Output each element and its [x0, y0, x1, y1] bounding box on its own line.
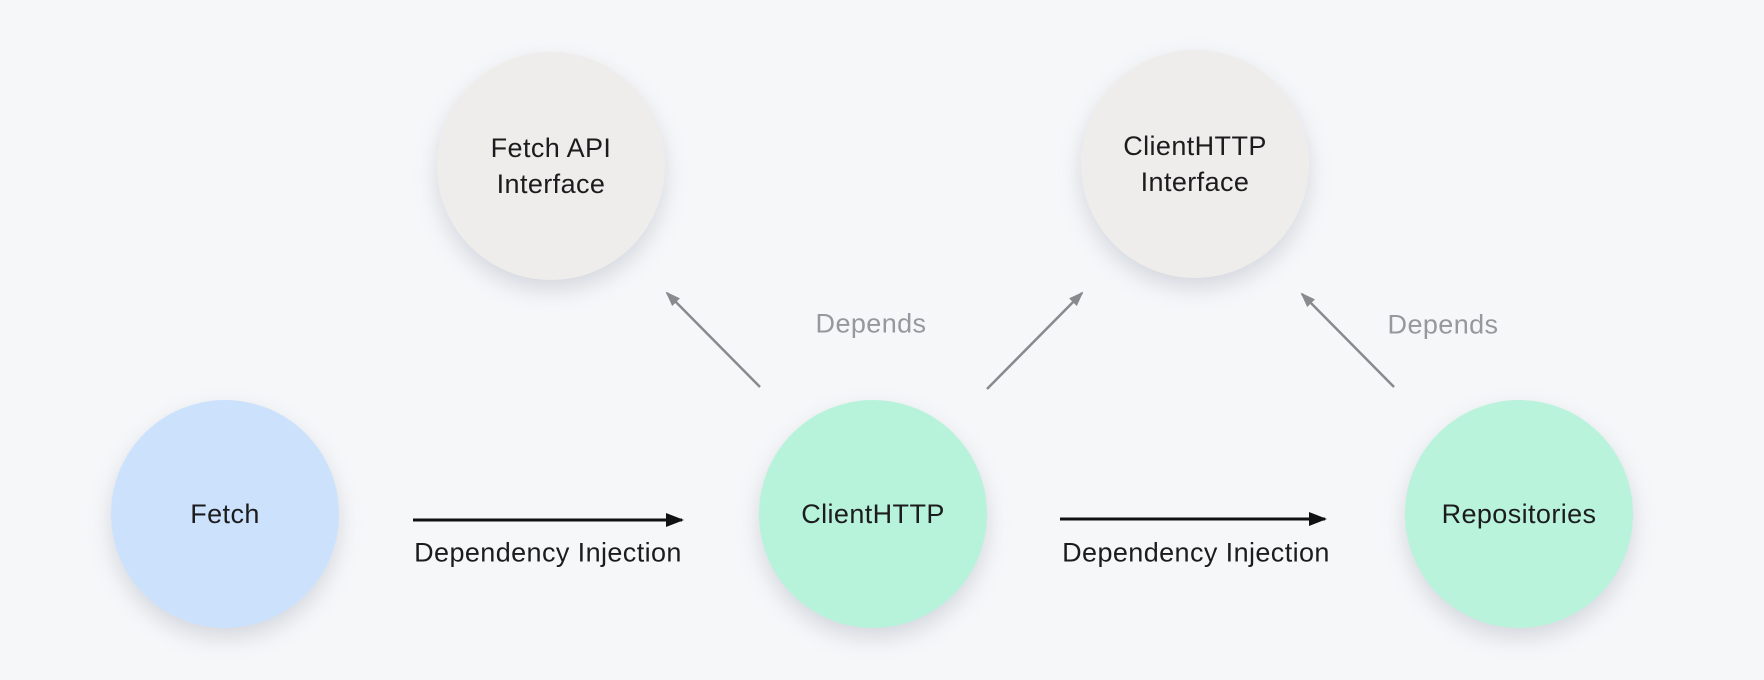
node-fetch-label: Fetch — [190, 498, 260, 529]
node-fetch: Fetch — [111, 400, 339, 628]
arrow-depends-repositories-to-clienthttp-interface — [1300, 292, 1395, 388]
arrow-depends-clienthttp-to-fetchapi-interface — [665, 291, 761, 388]
node-fetch-api-interface: Fetch API Interface — [437, 52, 665, 280]
node-client-http-interface-label: ClientHTTP Interface — [1123, 130, 1267, 197]
node-client-http-label: ClientHTTP — [801, 498, 945, 529]
edge-label-dependency-injection-left: Dependency Injection — [414, 537, 682, 568]
edge-label-depends-left: Depends — [815, 308, 927, 339]
edge-label-dependency-injection-right: Dependency Injection — [1062, 537, 1330, 568]
node-repositories-label: Repositories — [1441, 498, 1597, 529]
edge-label-depends-right: Depends — [1387, 309, 1499, 340]
arrow-depends-clienthttp-to-clienthttp-interface — [986, 291, 1084, 390]
node-repositories: Repositories — [1405, 400, 1633, 628]
node-client-http: ClientHTTP — [759, 400, 987, 628]
node-client-http-interface: ClientHTTP Interface — [1081, 50, 1309, 278]
node-fetch-api-interface-label: Fetch API Interface — [490, 132, 612, 199]
